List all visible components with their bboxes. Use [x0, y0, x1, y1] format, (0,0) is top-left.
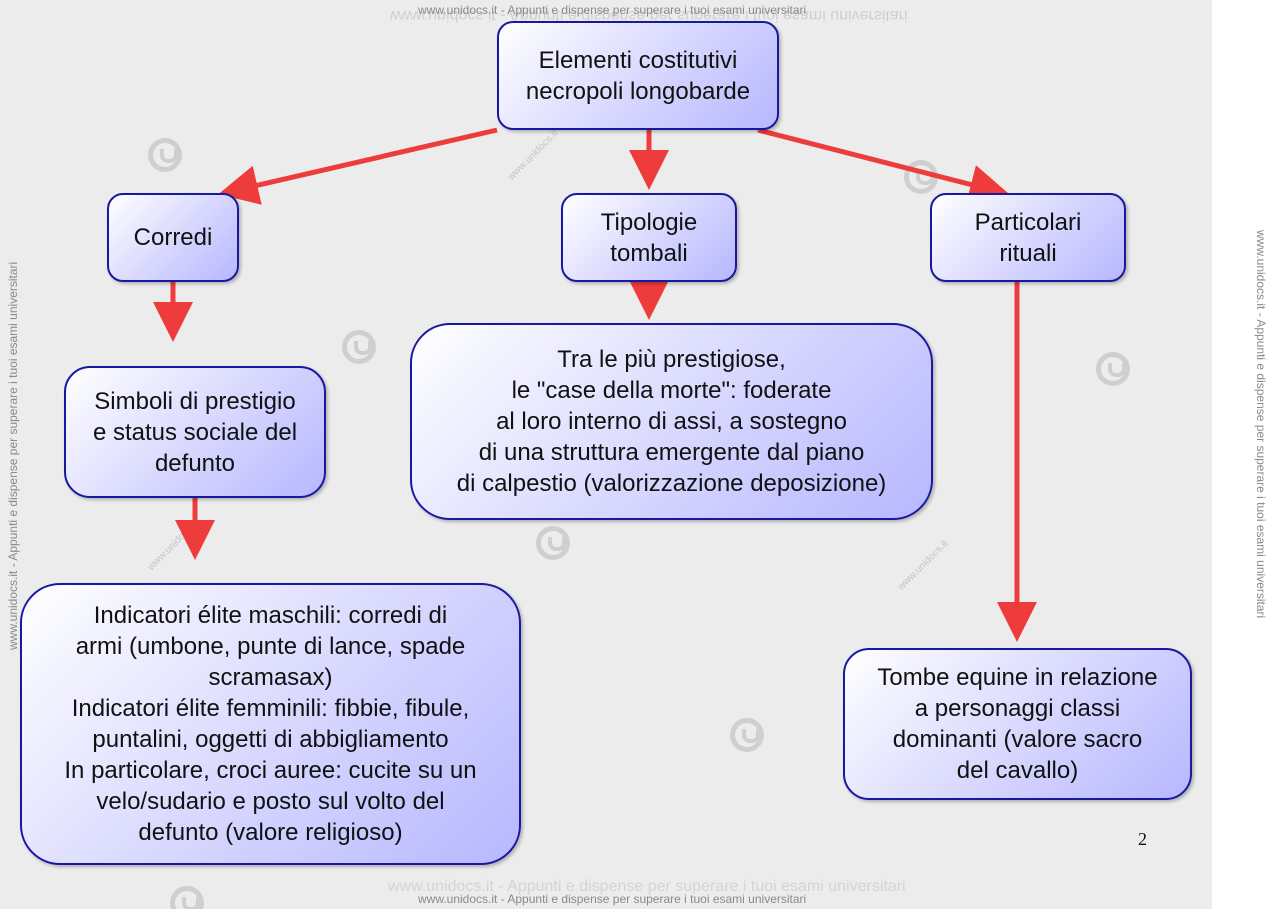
node-case-della-morte: Tra le più prestigiose, le "case della m… [410, 323, 933, 520]
node-corredi: Corredi [107, 193, 239, 282]
node-tombe-equine: Tombe equine in relazione a personaggi c… [843, 648, 1192, 800]
unidocs-logo-icon [730, 718, 764, 752]
node-tipologie-tombali: Tipologie tombali [561, 193, 737, 282]
node-case-label: Tra le più prestigiose, le "case della m… [456, 346, 887, 497]
node-root: Elementi costitutivi necropoli longobard… [497, 21, 779, 130]
node-root-label: Elementi costitutivi necropoli longobard… [525, 46, 751, 105]
unidocs-logo-icon [1096, 352, 1130, 386]
node-particolari-rituali: Particolari rituali [930, 193, 1126, 282]
unidocs-logo-icon [342, 330, 376, 364]
unidocs-logo-icon [148, 138, 182, 172]
node-particolari-label: Particolari rituali [974, 208, 1082, 267]
watermark-bottom: www.unidocs.it - Appunti e dispense per … [418, 892, 807, 906]
document-page: www.unidocs.it - Appunti e dispense per … [0, 0, 1212, 909]
watermark-top: www.unidocs.it - Appunti e dispense per … [418, 3, 807, 17]
node-tombe-label: Tombe equine in relazione a personaggi c… [877, 664, 1158, 784]
arrow-root-to-particolari [757, 127, 1010, 204]
page-number: 2 [1138, 829, 1147, 849]
right-margin: www.unidocs.it - Appunti e dispense per … [1212, 0, 1286, 909]
unidocs-logo-icon [536, 526, 570, 560]
arrow-root-to-corredi [218, 127, 498, 205]
connector-arrows [153, 127, 1037, 642]
node-simboli-prestigio: Simboli di prestigio e status sociale de… [64, 366, 326, 498]
watermark-right: www.unidocs.it - Appunti e dispense per … [1254, 230, 1268, 619]
node-indicatori-label: Indicatori élite maschili: corredi di ar… [64, 602, 477, 846]
watermark-bottom-ghost: www.unidocs.it - Appunti e dispense per … [388, 878, 906, 895]
node-corredi-label: Corredi [133, 224, 213, 251]
unidocs-logo-icon [170, 886, 204, 909]
node-tipologie-label: Tipologie tombali [600, 208, 698, 267]
node-indicatori-elite: Indicatori élite maschili: corredi di ar… [20, 583, 521, 865]
node-simboli-label: Simboli di prestigio e status sociale de… [92, 387, 298, 477]
